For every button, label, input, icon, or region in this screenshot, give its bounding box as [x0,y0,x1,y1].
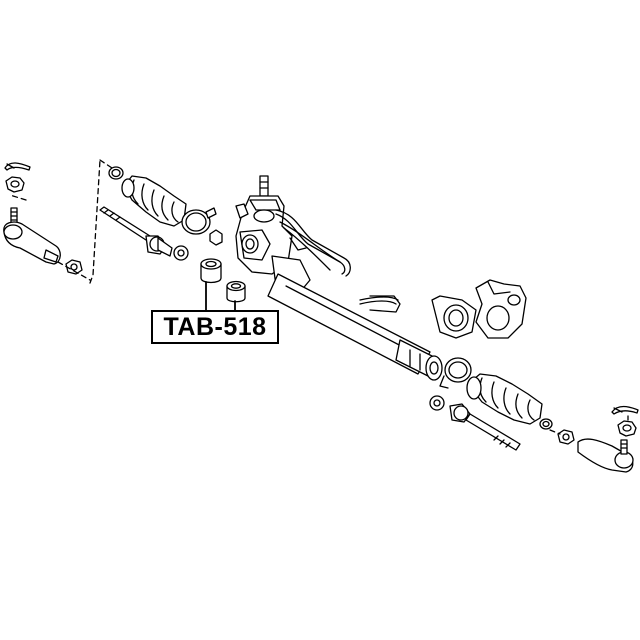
left-boot-clamp [181,207,217,235]
mounting-grommet [431,295,477,339]
right-lock-nut [557,429,575,445]
label-leader-lines [205,281,236,312]
left-lock-nut [65,259,83,275]
right-boot-clip [539,418,553,430]
left-cotter-pin [4,162,31,171]
left-dashed-bracket [9,159,113,284]
part-number-label: TAB-518 [151,310,279,344]
mounting-bracket [475,279,527,339]
right-castle-nut [617,420,637,437]
left-bellows-boot [121,175,187,227]
right-rack-washer [429,395,445,411]
left-castle-nut [5,176,25,193]
left-inner-tie-rod [99,206,173,257]
small-nut [209,229,223,246]
right-inner-tie-rod [449,403,521,451]
right-cotter-pin [611,405,639,415]
right-bellows-boot [466,373,543,425]
rack-bushing-upper [200,258,222,284]
rack-housing-tube [267,273,443,381]
hydraulic-lines [275,209,401,313]
left-rack-washer [173,245,189,261]
rack-bushing-lower [226,280,246,303]
right-boot-clamp [439,357,472,389]
left-tie-rod-end [3,207,61,265]
left-boot-clip [108,166,124,180]
right-dashed-bracket [549,415,629,435]
right-tie-rod-end [577,438,634,473]
